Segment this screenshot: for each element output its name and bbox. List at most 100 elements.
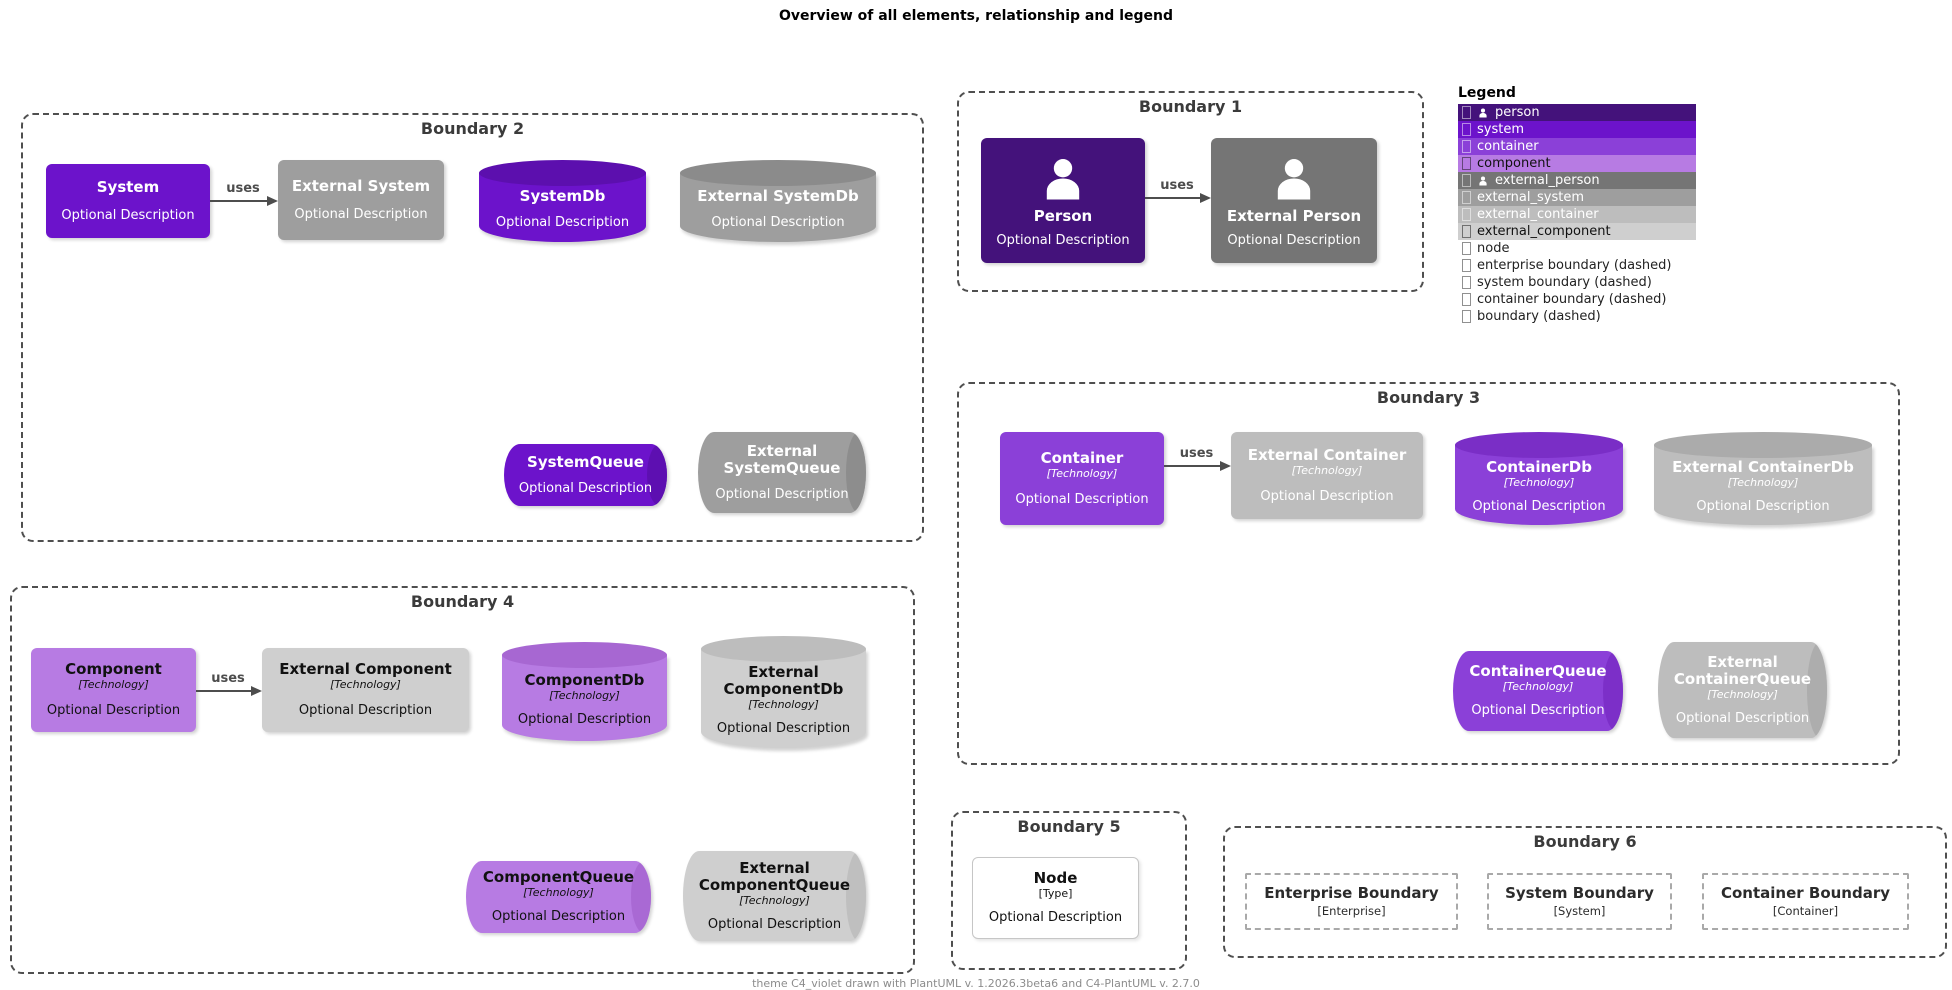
legend-row-external-person: external_person: [1458, 172, 1696, 189]
legend-row-enterprise-boundary: enterprise boundary (dashed): [1458, 257, 1696, 274]
legend-label: container boundary (dashed): [1477, 292, 1667, 307]
footer-note: theme C4_violet drawn with PlantUML v. 1…: [752, 977, 1200, 990]
queue-icon: [1807, 642, 1827, 738]
external-system-element: External System Optional Description: [278, 160, 444, 240]
legend-row-system-boundary: system boundary (dashed): [1458, 274, 1696, 291]
boundary-5: Boundary 5: [951, 811, 1187, 970]
external-containerqueue-element: External ContainerQueue [Technology] Opt…: [1658, 642, 1827, 738]
legend-label: node: [1477, 241, 1510, 256]
element-title: External System: [291, 176, 431, 195]
legend-label: external_container: [1477, 207, 1599, 222]
legend-label: system: [1477, 122, 1524, 137]
database-icon: [1455, 432, 1623, 458]
boundary-title: Boundary 1: [1138, 97, 1243, 116]
element-title: System: [96, 177, 160, 196]
element-technology: [Technology]: [1727, 475, 1799, 489]
element-description: Optional Description: [61, 207, 195, 223]
external-componentdb-element: External ComponentDb [Technology] Option…: [701, 636, 866, 748]
boundary-3: Boundary 3: [957, 382, 1900, 765]
arrow-label: uses: [211, 671, 245, 686]
uses-arrow: uses: [1145, 178, 1211, 203]
boundary-4: Boundary 4: [10, 586, 915, 974]
system-element: System Optional Description: [46, 164, 210, 238]
uses-arrow: uses: [196, 671, 262, 696]
external-componentqueue-element: External ComponentQueue [Technology] Opt…: [683, 851, 866, 941]
element-title: ComponentQueue: [482, 868, 635, 887]
element-description: Optional Description: [517, 711, 652, 727]
element-technology: [Technology]: [1707, 687, 1778, 701]
containerqueue-element: ContainerQueue [Technology] Optional Des…: [1453, 651, 1623, 731]
boundary-type: [System]: [1553, 903, 1606, 918]
database-icon: [502, 642, 667, 668]
legend-title: Legend: [1458, 85, 1516, 101]
element-description: Optional Description: [988, 910, 1123, 926]
legend-row-container-boundary: container boundary (dashed): [1458, 291, 1696, 308]
element-technology: [Technology]: [1046, 466, 1118, 480]
containerdb-element: ContainerDb [Technology] Optional Descri…: [1455, 432, 1623, 525]
legend-row-person: person: [1458, 104, 1696, 121]
legend-row-container: container: [1458, 138, 1696, 155]
legend-label: external_component: [1477, 224, 1611, 239]
boundary-2: Boundary 2: [21, 113, 924, 542]
queue-icon: [647, 444, 667, 506]
enterprise-boundary: Enterprise Boundary [Enterprise]: [1245, 873, 1458, 930]
sprite-placeholder-icon: [1462, 191, 1471, 204]
componentqueue-element: ComponentQueue [Technology] Optional Des…: [466, 861, 651, 933]
element-title: Node: [1033, 869, 1078, 888]
external-person-element: External Person Optional Description: [1211, 138, 1377, 263]
systemqueue-element: SystemQueue Optional Description: [504, 444, 667, 506]
element-technology: [Technology]: [739, 893, 810, 907]
arrow-label: uses: [226, 181, 260, 196]
element-description: Optional Description: [46, 703, 181, 719]
element-description: Optional Description: [707, 916, 842, 932]
queue-icon: [1603, 651, 1623, 731]
legend-row-system: system: [1458, 121, 1696, 138]
external-systemdb-element: External SystemDb Optional Description: [680, 160, 876, 242]
legend: Legend person system container component…: [1458, 85, 1696, 325]
container-element: Container [Technology] Optional Descript…: [1000, 432, 1164, 525]
node-element: Node [Type] Optional Description: [972, 857, 1139, 939]
uses-arrow: uses: [210, 181, 278, 206]
element-description: Optional Description: [518, 480, 653, 496]
database-icon: [680, 160, 876, 186]
element-technology: [Technology]: [78, 678, 149, 692]
boundary-title: Boundary 5: [1017, 817, 1121, 836]
element-description: Optional Description: [1472, 498, 1606, 514]
boundary-title: Boundary 6: [1533, 832, 1637, 851]
element-title: Container: [1040, 448, 1124, 467]
boundary-title: Enterprise Boundary: [1264, 884, 1439, 903]
element-description: Optional Description: [491, 909, 626, 925]
boundary-6: Boundary 6: [1223, 826, 1947, 958]
queue-icon: [846, 851, 866, 941]
boundary-title: Boundary 3: [1376, 388, 1481, 407]
container-boundary: Container Boundary [Container]: [1702, 873, 1909, 930]
element-technology: [Technology]: [523, 886, 594, 900]
element-technology: [Technology]: [549, 688, 620, 702]
element-title: External Person: [1226, 207, 1362, 226]
element-description: Optional Description: [1696, 498, 1830, 514]
element-description: Optional Description: [1675, 710, 1810, 726]
element-title: External ContainerDb: [1672, 457, 1854, 476]
element-title: External Container: [1247, 445, 1407, 464]
external-containerdb-element: External ContainerDb [Technology] Option…: [1654, 432, 1872, 525]
arrow-label: uses: [1160, 178, 1194, 193]
legend-label: system boundary (dashed): [1477, 275, 1652, 290]
sprite-placeholder-icon: [1462, 242, 1471, 255]
element-description: Optional Description: [716, 720, 851, 736]
legend-label: person: [1495, 105, 1540, 120]
uses-arrow: uses: [1164, 446, 1231, 471]
element-technology: [Technology]: [1502, 680, 1574, 694]
element-title: External ComponentQueue: [698, 859, 851, 894]
sprite-placeholder-icon: [1462, 293, 1471, 306]
element-description: Optional Description: [294, 206, 428, 222]
system-boundary: System Boundary [System]: [1487, 873, 1672, 930]
boundary-title: Container Boundary: [1720, 884, 1891, 903]
sprite-placeholder-icon: [1462, 106, 1471, 119]
boundary-title: Boundary 4: [410, 592, 515, 611]
queue-icon: [846, 432, 866, 513]
person-icon: [1479, 108, 1487, 118]
queue-icon: [631, 861, 651, 933]
boundary-title: Boundary 2: [420, 119, 525, 138]
database-icon: [701, 636, 866, 662]
element-title: External SystemQueue: [723, 442, 841, 477]
